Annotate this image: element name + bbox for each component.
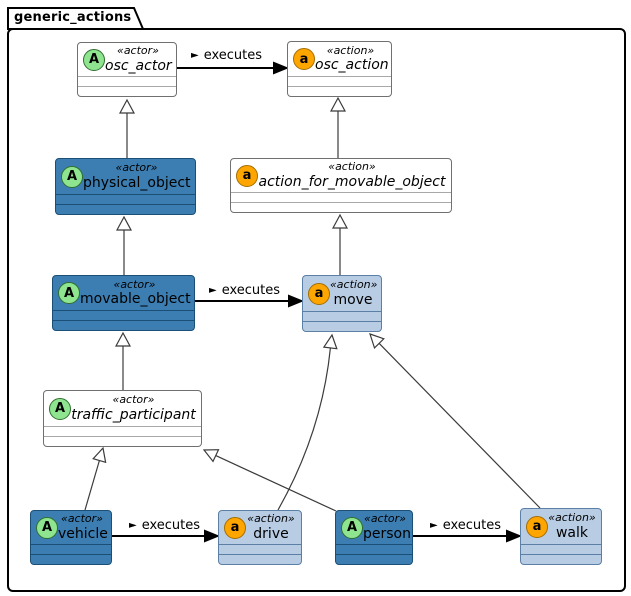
fields-compartment (521, 544, 601, 554)
node-name: osc_actor (105, 57, 172, 74)
methods-compartment (56, 204, 195, 214)
node-physical-object: A «actor» physical_object (55, 158, 196, 215)
fields-compartment (288, 76, 391, 86)
node-action-for-movable-object: a «action» action_for_movable_object (230, 158, 452, 213)
actor-badge-icon: A (61, 165, 83, 188)
frame-border (7, 28, 626, 592)
node-name: traffic_participant (71, 406, 196, 423)
fields-compartment (219, 544, 301, 554)
node-stereotype: «actor» (112, 393, 155, 407)
executes-label: ► executes (129, 518, 200, 533)
executes-label: ► executes (430, 518, 501, 533)
edge-vehicle-to-traffic-participant (84, 446, 107, 511)
node-osc-action: a «action» osc_action (287, 41, 392, 97)
node-name: drive (253, 525, 289, 542)
frame-title-tab (7, 7, 145, 30)
node-drive: a «action» drive (218, 510, 302, 565)
node-osc-actor: A «actor» osc_actor (77, 42, 177, 97)
executes-label-text: executes (221, 283, 281, 298)
executes-direction-icon: ► (430, 519, 438, 531)
executes-direction-icon: ► (191, 49, 199, 61)
node-name: move (333, 291, 373, 308)
actor-badge-icon: A (58, 282, 80, 304)
node-name: osc_action (315, 57, 389, 74)
edge-vehicle-executes-drive (112, 529, 220, 543)
action-badge-icon: a (308, 282, 330, 305)
fields-compartment (78, 76, 176, 86)
node-stereotype: «action» (548, 511, 596, 525)
node-stereotype: «action» (328, 160, 376, 174)
methods-compartment (521, 554, 601, 564)
action-badge-icon: a (224, 516, 246, 539)
node-name: physical_object (83, 174, 191, 191)
node-name: person (363, 525, 411, 542)
node-stereotype: «actor» (113, 277, 156, 291)
executes-label-text: executes (141, 518, 201, 533)
node-stereotype: «actor» (364, 512, 406, 526)
methods-compartment (53, 320, 194, 330)
node-walk: a «action» walk (520, 508, 602, 565)
actor-badge-icon: A (36, 516, 58, 539)
fields-compartment (336, 544, 412, 554)
node-name: movable_object (80, 291, 191, 308)
node-stereotype: «actor» (115, 161, 158, 175)
executes-label: ► executes (191, 48, 262, 63)
edge-walk-to-move (369, 333, 541, 509)
methods-compartment (288, 86, 391, 96)
executes-label: ► executes (209, 283, 280, 298)
methods-compartment (336, 554, 412, 564)
node-move: a «action» move (302, 275, 382, 332)
fields-compartment (231, 192, 451, 202)
node-stereotype: «action» (247, 512, 295, 526)
executes-direction-icon: ► (209, 284, 217, 296)
fields-compartment (303, 311, 381, 321)
node-vehicle: A «actor» vehicle (30, 510, 112, 565)
fields-compartment (53, 310, 194, 320)
edge-move-to-action-for-movable-object (331, 213, 349, 275)
methods-compartment (31, 554, 111, 564)
diagram-title: generic_actions (14, 10, 132, 25)
methods-compartment (231, 202, 451, 212)
edge-person-to-traffic-participant (202, 449, 337, 512)
edge-person-executes-walk (413, 529, 522, 543)
actor-badge-icon: A (341, 516, 363, 539)
node-stereotype: «action» (330, 278, 378, 292)
action-badge-icon: a (236, 164, 258, 187)
edge-drive-to-move (277, 333, 338, 511)
node-name: action_for_movable_object (258, 173, 446, 190)
node-traffic-participant: A «actor» traffic_participant (43, 390, 202, 447)
executes-label-text: executes (203, 48, 263, 63)
edge-action-for-movable-object-to-osc-action (329, 96, 347, 158)
node-stereotype: «actor» (117, 44, 159, 58)
node-stereotype: «action» (326, 43, 375, 57)
node-name: vehicle (58, 525, 108, 542)
action-badge-icon: a (526, 515, 548, 538)
fields-compartment (31, 544, 111, 554)
methods-compartment (44, 436, 201, 446)
actor-badge-icon: A (49, 397, 71, 420)
executes-label-text: executes (442, 518, 502, 533)
action-badge-icon: a (293, 48, 315, 70)
executes-direction-icon: ► (129, 519, 137, 531)
methods-compartment (303, 321, 381, 331)
edge-osc-actor-executes-osc-action (177, 61, 289, 75)
node-person: A «actor» person (335, 510, 413, 565)
edge-traffic-participant-to-movable-object (114, 331, 132, 390)
node-name: walk (555, 524, 589, 541)
node-movable-object: A «actor» movable_object (52, 275, 195, 331)
methods-compartment (219, 554, 301, 564)
fields-compartment (56, 194, 195, 204)
fields-compartment (44, 426, 201, 436)
actor-badge-icon: A (83, 48, 105, 71)
node-stereotype: «actor» (61, 512, 103, 526)
edge-movable-object-executes-move (195, 294, 304, 308)
edge-physical-object-to-osc-actor (118, 98, 136, 158)
methods-compartment (78, 86, 176, 96)
edge-movable-object-to-physical-object (115, 215, 133, 275)
